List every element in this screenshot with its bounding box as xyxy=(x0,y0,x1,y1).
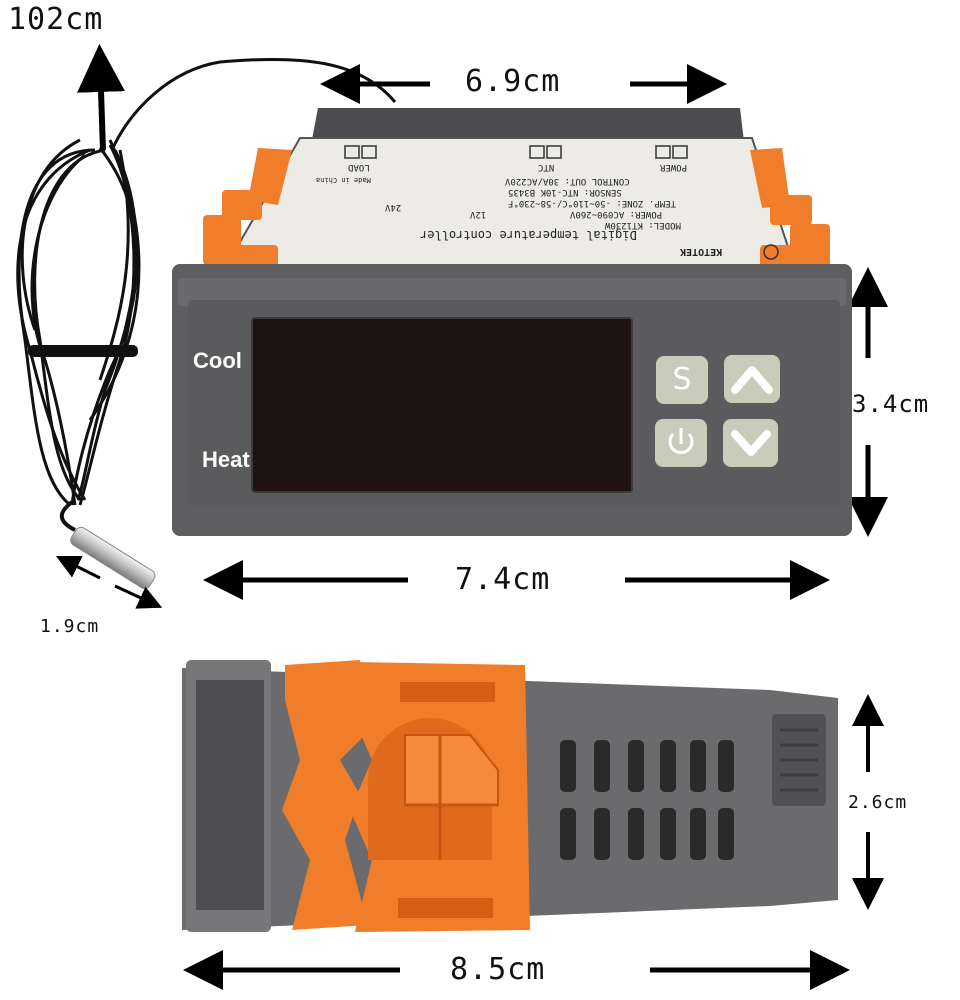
side-length-label: 8.5cm xyxy=(450,952,546,987)
sticker-origin: Made in China xyxy=(316,176,371,184)
up-arrow-icon xyxy=(731,366,773,394)
sticker-power: POWER xyxy=(660,162,688,172)
probe-cable xyxy=(59,498,77,532)
heat-label: Heat xyxy=(202,447,250,472)
down-button[interactable] xyxy=(723,419,778,467)
cable-length-arrow xyxy=(77,44,126,151)
temperature-probe xyxy=(70,526,156,590)
probe-length-label: 1.9cm xyxy=(40,616,100,637)
top-width-label: 6.9cm xyxy=(465,64,561,99)
probe-length-arrow-a xyxy=(55,555,101,580)
side-height-label: 2.6cm xyxy=(848,792,908,813)
sticker-power-spec: POWER: AC090~260V xyxy=(570,209,663,219)
side-vents xyxy=(560,740,734,860)
cable-tie xyxy=(28,345,138,357)
sticker-voltage-12: 12V xyxy=(470,209,487,219)
sticker-sensor: SENSOR: NTC-10K B3435 xyxy=(508,187,622,197)
down-arrow-icon xyxy=(731,430,771,456)
sticker-control-out: CONTROL OUT: 30A/AC220V xyxy=(505,176,630,186)
sticker-ntc: NTC xyxy=(538,162,555,172)
side-orange-clip xyxy=(282,660,530,932)
sticker-voltage-24: 24V xyxy=(385,202,402,212)
sticker-load: LOAD xyxy=(348,162,370,172)
front-width-label: 7.4cm xyxy=(455,562,551,597)
set-button[interactable]: S xyxy=(672,362,692,397)
set-button-bg xyxy=(656,356,708,404)
cable-coil xyxy=(16,138,141,507)
probe-length-arrow-b xyxy=(114,584,163,609)
cool-label: Cool xyxy=(193,348,242,373)
sticker-brand: KETOTEK xyxy=(680,246,723,257)
sticker-title: Digital temperature controller xyxy=(420,228,637,242)
power-icon xyxy=(668,432,694,454)
front-height-label: 3.4cm xyxy=(852,390,930,418)
up-button[interactable] xyxy=(724,355,780,403)
power-button[interactable] xyxy=(655,419,707,467)
terminal-icons xyxy=(344,145,779,260)
cable-length-label: 102cm xyxy=(8,2,104,37)
sticker-temp-zone: TEMP. ZONE: -50~110°C/-58~230°F xyxy=(508,198,676,208)
display-screen xyxy=(251,317,633,493)
